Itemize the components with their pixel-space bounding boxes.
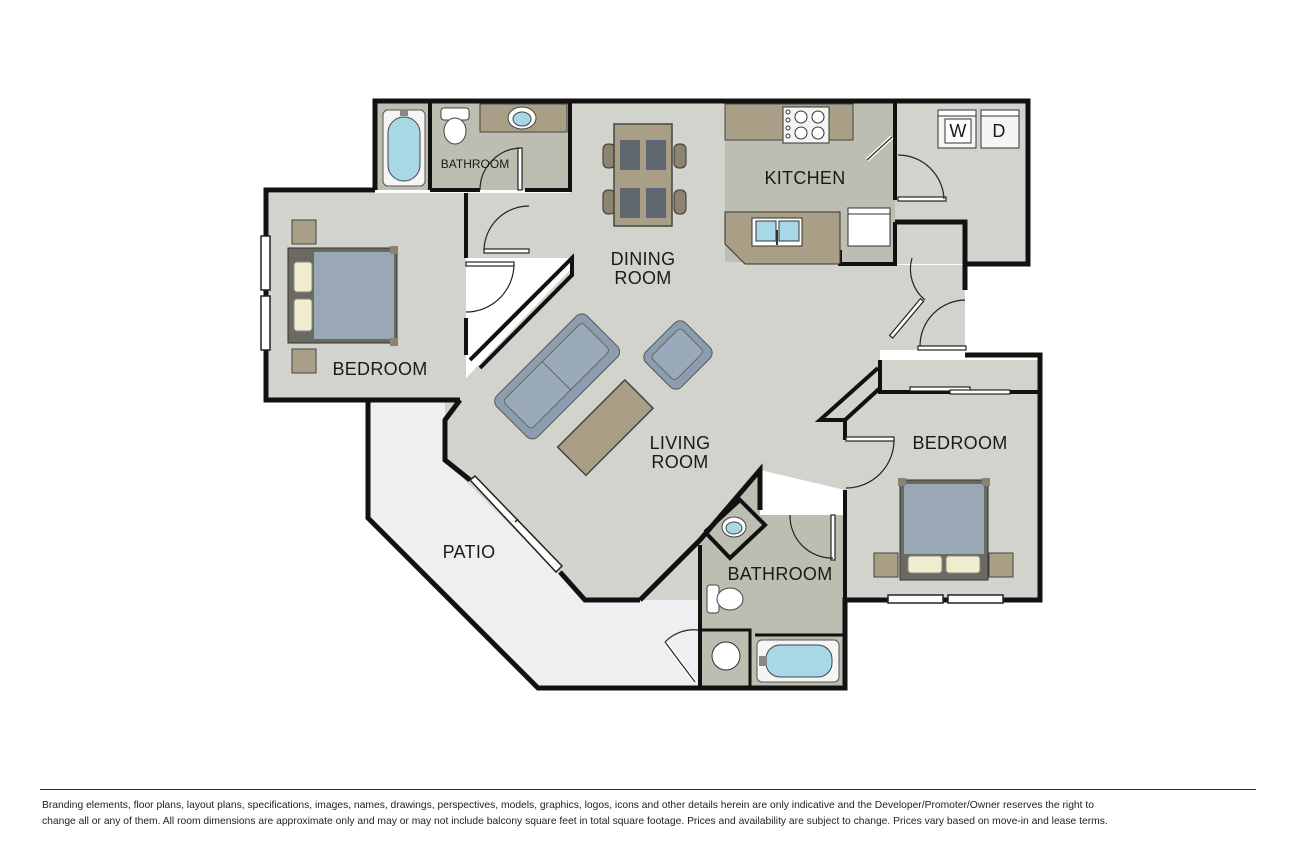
hall-diagonal bbox=[468, 253, 574, 370]
dryer-label: D bbox=[992, 121, 1005, 141]
sofa-icon bbox=[494, 313, 621, 440]
label-living-2: ROOM bbox=[651, 452, 708, 472]
washer-label: W bbox=[949, 121, 966, 141]
door-bedroom-right-swing bbox=[845, 438, 895, 489]
door-hall-swing bbox=[909, 257, 926, 301]
bathtub-top-icon bbox=[382, 109, 426, 187]
disclaimer: Branding elements, floor plans, layout p… bbox=[42, 798, 1272, 830]
window-bottom-2 bbox=[947, 594, 1004, 604]
door-entry[interactable] bbox=[917, 345, 967, 351]
toilet-bottom-icon bbox=[706, 584, 744, 614]
door-laundry[interactable] bbox=[897, 196, 947, 202]
door-swing-b bbox=[465, 263, 515, 313]
washer-icon: W bbox=[937, 109, 977, 149]
window-left-1 bbox=[260, 235, 271, 291]
living-patio-wall-lower bbox=[558, 570, 640, 603]
living-patio-wall bbox=[442, 398, 472, 482]
door-laundry-swing bbox=[897, 154, 945, 200]
door-closet-bottom-swing bbox=[664, 629, 699, 643]
closet-door-1[interactable] bbox=[909, 386, 971, 392]
sliding-door-patio bbox=[468, 474, 564, 574]
door-entry-swing bbox=[919, 299, 966, 347]
door-bath-top[interactable] bbox=[517, 147, 523, 191]
disclaimer-line-2: change all or any of them. All room dime… bbox=[42, 816, 1108, 827]
label-kitchen: KITCHEN bbox=[764, 168, 845, 188]
floor-plan: W D bbox=[260, 98, 1043, 691]
door-bedroom-right[interactable] bbox=[845, 436, 895, 442]
closet-door-2[interactable] bbox=[949, 389, 1011, 395]
label-bathroom-bottom: BATHROOM bbox=[727, 564, 832, 584]
door-swing-a bbox=[483, 205, 530, 252]
stove-icon bbox=[782, 106, 830, 144]
bed-left-icon bbox=[287, 219, 398, 374]
armchair-icon bbox=[643, 320, 713, 390]
door-bedroom-left-upper[interactable] bbox=[483, 248, 530, 254]
windows bbox=[260, 235, 1004, 604]
bathtub-bottom-icon bbox=[756, 639, 840, 683]
outer-wall-top bbox=[372, 98, 1031, 267]
water-heater-icon bbox=[711, 641, 741, 671]
door-bath-bottom-swing bbox=[789, 514, 834, 559]
label-living-1: LIVING bbox=[650, 433, 711, 453]
outer-wall-right-bed bbox=[365, 352, 1043, 691]
coffee-table-icon bbox=[556, 378, 655, 477]
bath-top-right bbox=[525, 101, 572, 192]
bedroom-right-angle bbox=[814, 366, 882, 422]
fixtures: W D bbox=[287, 103, 1020, 683]
sink-top-icon bbox=[507, 106, 537, 130]
label-dining-2: ROOM bbox=[614, 268, 671, 288]
toilet-top-icon bbox=[440, 107, 470, 145]
window-bottom-1 bbox=[887, 594, 944, 604]
dining-table-icon bbox=[602, 123, 687, 227]
door-bath-bottom[interactable] bbox=[830, 514, 836, 561]
door-bath-top-swing bbox=[479, 147, 521, 191]
label-bathroom-top: BATHROOM bbox=[441, 157, 509, 171]
bed-right-icon bbox=[873, 478, 1014, 581]
label-bedroom-left: BEDROOM bbox=[332, 359, 427, 379]
dryer-icon: D bbox=[980, 109, 1020, 149]
door-bedroom-left[interactable] bbox=[465, 261, 515, 267]
door-hall[interactable] bbox=[888, 297, 925, 339]
living-bath-wall bbox=[638, 463, 763, 602]
bath-bottom-vanity bbox=[703, 497, 768, 561]
walls bbox=[263, 98, 1043, 691]
label-dining-1: DINING bbox=[611, 249, 676, 269]
sink-bottom-icon bbox=[721, 516, 747, 538]
doors bbox=[465, 135, 1011, 684]
patio-floor bbox=[368, 400, 700, 688]
outer-wall-left-bed bbox=[263, 187, 460, 403]
disclaimer-divider bbox=[40, 789, 1256, 790]
bath-bottom-closet bbox=[700, 628, 752, 688]
room-labels: BATHROOM DINING ROOM KITCHEN BEDROOM LIV… bbox=[332, 157, 1007, 584]
disclaimer-line-1: Branding elements, floor plans, layout p… bbox=[42, 800, 1094, 811]
kitchen-sink-icon bbox=[751, 217, 803, 247]
dishwasher-icon bbox=[847, 207, 891, 247]
window-left-2 bbox=[260, 295, 271, 351]
label-bedroom-right: BEDROOM bbox=[912, 433, 1007, 453]
label-patio: PATIO bbox=[443, 542, 496, 562]
bedroom-left-hall bbox=[466, 193, 570, 258]
